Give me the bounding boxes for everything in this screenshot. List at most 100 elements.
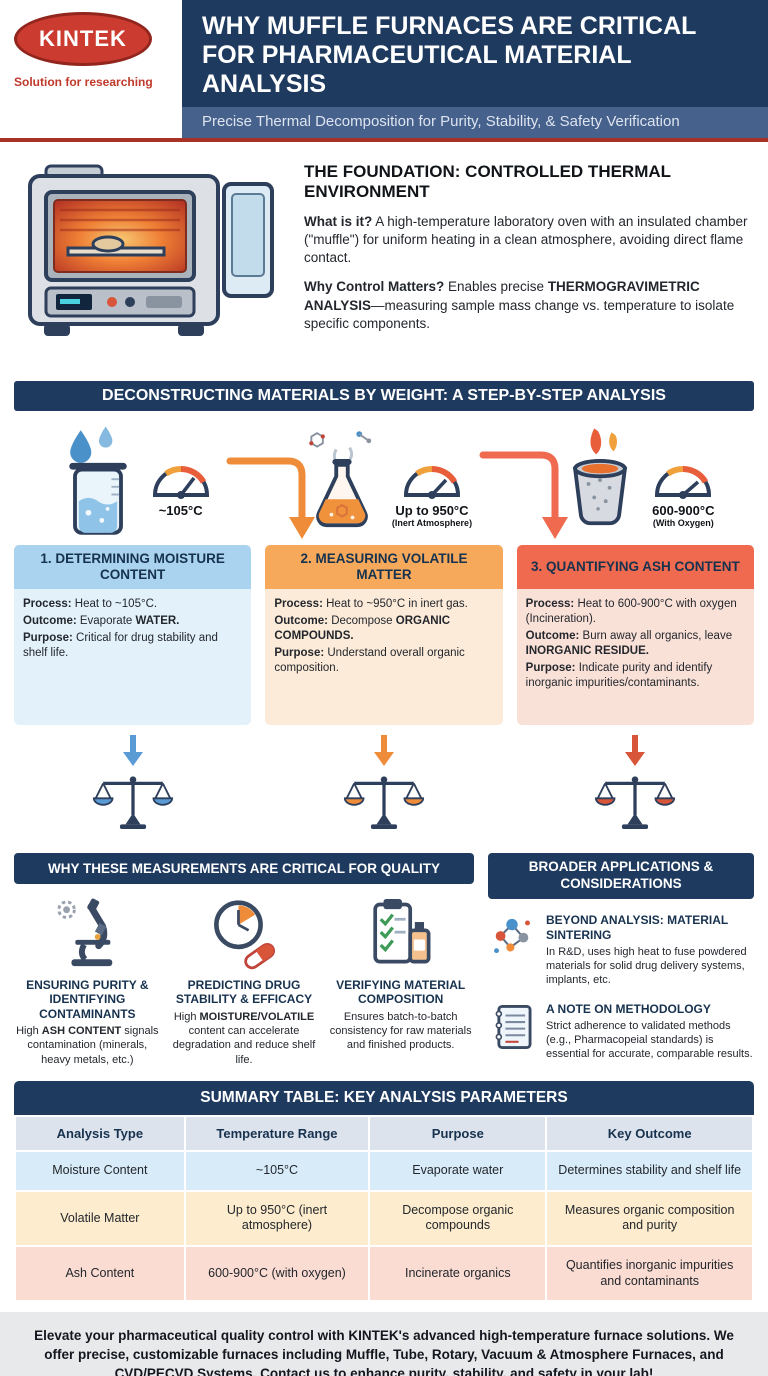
card-bold: ASH CONTENT bbox=[41, 1025, 122, 1038]
broader-item-sintering: BEYOND ANALYSIS: MATERIAL SINTERING In R… bbox=[488, 913, 754, 988]
temperature-gauge-icon bbox=[152, 465, 209, 499]
table-header-row: Analysis Type Temperature Range Purpose … bbox=[14, 1115, 754, 1153]
header: KINTEK Solution for researching WHY MUFF… bbox=[0, 0, 768, 138]
table-cell: Ash Content bbox=[14, 1244, 186, 1303]
step-volatile: Up to 950°C (Inert Atmosphere) 2. MEASUR… bbox=[265, 425, 503, 833]
why-control-paragraph: Why Control Matters? Enables precise THE… bbox=[304, 278, 748, 333]
process-text: Heat to 600-900°C with oxygen (Incinerat… bbox=[525, 598, 737, 625]
why-control-bold: THERMOGRAVIMETRIC ANALYSIS bbox=[304, 279, 700, 313]
purpose-label: Purpose: bbox=[525, 661, 576, 674]
logo-block: KINTEK Solution for researching bbox=[0, 0, 182, 138]
broader-applications: BROADER APPLICATIONS & CONSIDERATIONS bbox=[488, 853, 754, 1062]
footer-cta-text: Elevate your pharmaceutical quality cont… bbox=[34, 1328, 734, 1376]
broader-item-text: In R&D, uses high heat to fuse powdered … bbox=[546, 945, 747, 987]
process-line: Process: Heat to 600-900°C with oxygen (… bbox=[526, 597, 745, 627]
logo-text: KINTEK bbox=[39, 26, 127, 51]
what-is-it-label: What is it? bbox=[304, 213, 373, 229]
page-title: WHY MUFFLE FURNACES ARE CRITICAL FOR PHA… bbox=[182, 0, 768, 107]
card-pre: High bbox=[173, 1010, 200, 1023]
foundation-section: THE FOUNDATION: CONTROLLED THERMAL ENVIR… bbox=[0, 142, 768, 375]
outcome-line: Outcome: Evaporate WATER. bbox=[23, 614, 242, 629]
summary-table-section: SUMMARY TABLE: KEY ANALYSIS PARAMETERS A… bbox=[0, 1073, 768, 1313]
card-pre: Ensures batch-to-batch consistency for r… bbox=[329, 1010, 472, 1052]
step-volatile-details: Process: Heat to ~950°C in inert gas. Ou… bbox=[265, 589, 503, 725]
quality-card-title: VERIFYING MATERIAL COMPOSITION bbox=[336, 978, 466, 1007]
process-label: Process: bbox=[274, 598, 323, 610]
quality-banner: WHY THESE MEASUREMENTS ARE CRITICAL FOR … bbox=[14, 853, 474, 884]
purpose-text: Critical for drug stability and shelf li… bbox=[23, 631, 218, 659]
summary-table: Analysis Type Temperature Range Purpose … bbox=[14, 1115, 754, 1303]
step-volatile-title: 2. MEASURING VOLATILE MATTER bbox=[265, 545, 503, 589]
temperature-gauge-icon bbox=[403, 465, 460, 499]
quality-card-text: High MOISTURE/VOLATILE content can accel… bbox=[171, 1010, 318, 1067]
outcome-bold: WATER. bbox=[135, 614, 180, 627]
broader-item-title: BEYOND ANALYSIS: MATERIAL SINTERING bbox=[546, 912, 729, 942]
table-cell: Up to 950°C (inert atmosphere) bbox=[183, 1189, 371, 1247]
outcome-line: Outcome: Decompose ORGANIC COMPOUNDS. bbox=[274, 614, 493, 644]
broader-banner: BROADER APPLICATIONS & CONSIDERATIONS bbox=[488, 853, 754, 899]
what-is-it-paragraph: What is it? A high-temperature laborator… bbox=[304, 213, 748, 268]
microscope-gear-icon bbox=[14, 894, 161, 974]
down-arrow-icon bbox=[373, 735, 394, 766]
step-moisture-details: Process: Heat to ~105°C. Outcome: Evapor… bbox=[14, 589, 252, 725]
outcome-pre: Burn away all organics, leave bbox=[579, 629, 733, 642]
broader-item-methodology: A NOTE ON METHODOLOGY Strict adherence t… bbox=[488, 1002, 754, 1062]
table-row-moisture: Moisture Content ~105°C Evaporate water … bbox=[14, 1150, 754, 1192]
table-cell: Quantifies inorganic impurities and cont… bbox=[545, 1244, 754, 1303]
outcome-label: Outcome: bbox=[525, 629, 580, 642]
muffle-furnace-illustration bbox=[28, 164, 274, 336]
broader-item-text: Strict adherence to validated methods (e… bbox=[546, 1019, 753, 1061]
table-cell: Measures organic composition and purity bbox=[545, 1189, 754, 1247]
why-control-post: —measuring sample mass change vs. temper… bbox=[304, 297, 735, 331]
table-cell: Volatile Matter bbox=[14, 1189, 186, 1247]
flask-molecules-icon bbox=[309, 431, 372, 528]
quality-card-text: High ASH CONTENT signals contamination (… bbox=[14, 1024, 161, 1067]
step-moisture: ~105°C 1. DETERMINING MOISTURE CONTENT P… bbox=[14, 425, 252, 833]
temperature-value: ~105°C bbox=[158, 503, 203, 518]
notebook-icon bbox=[488, 1002, 536, 1052]
table-cell: Decompose organic compounds bbox=[368, 1189, 548, 1247]
step-moisture-icons: ~105°C bbox=[52, 425, 214, 545]
logo-tagline: Solution for researching bbox=[14, 75, 153, 89]
step-moisture-title: 1. DETERMINING MOISTURE CONTENT bbox=[14, 545, 252, 589]
red-divider bbox=[0, 138, 768, 142]
outcome-pre: Evaporate bbox=[76, 614, 136, 627]
column-header: Key Outcome bbox=[545, 1115, 754, 1153]
header-right: WHY MUFFLE FURNACES ARE CRITICAL FOR PHA… bbox=[182, 0, 768, 138]
temperature-value: 600-900°C bbox=[652, 503, 715, 518]
process-text: Heat to ~950°C in inert gas. bbox=[322, 598, 468, 610]
foundation-text: THE FOUNDATION: CONTROLLED THERMAL ENVIR… bbox=[304, 160, 748, 363]
process-banner: DECONSTRUCTING MATERIALS BY WEIGHT: A ST… bbox=[14, 381, 754, 411]
elbow-arrow-step2-to-step3 bbox=[479, 451, 568, 539]
process-label: Process: bbox=[23, 598, 72, 610]
broader-item-title: A NOTE ON METHODOLOGY bbox=[546, 1001, 711, 1016]
step-ash-icons: 600-900°C (With Oxygen) bbox=[554, 425, 716, 545]
column-header: Temperature Range bbox=[183, 1115, 371, 1153]
purpose-line: Purpose: Understand overall organic comp… bbox=[274, 646, 493, 676]
table-cell: Incinerate organics bbox=[368, 1244, 548, 1303]
balance-scale-icon bbox=[595, 776, 676, 830]
table-row-ash: Ash Content 600-900°C (with oxygen) Inci… bbox=[14, 1244, 754, 1303]
purpose-label: Purpose: bbox=[23, 631, 73, 644]
furnace-illustration-wrap bbox=[20, 160, 286, 363]
crucible-flame-icon bbox=[573, 428, 628, 526]
outcome-line: Outcome: Burn away all organics, leave I… bbox=[526, 629, 745, 659]
purpose-text: Indicate purity and identify inorganic i… bbox=[525, 661, 713, 689]
quality-card-stability: PREDICTING DRUG STABILITY & EFFICACY Hig… bbox=[171, 894, 318, 1067]
step-ash-details: Process: Heat to 600-900°C with oxygen (… bbox=[516, 589, 754, 725]
gauge-block: Up to 950°C (Inert Atmosphere) bbox=[392, 451, 472, 528]
quality-section: WHY THESE MEASUREMENTS ARE CRITICAL FOR … bbox=[0, 841, 768, 1074]
process-text: Heat to ~105°C. bbox=[71, 598, 158, 610]
molecule-icon bbox=[488, 913, 536, 959]
outcome-bold: ORGANIC COMPOUNDS. bbox=[274, 614, 451, 642]
quality-card-purity: ENSURING PURITY & IDENTIFYING CONTAMINAN… bbox=[14, 894, 161, 1067]
outcome-label: Outcome: bbox=[23, 614, 77, 627]
purpose-label: Purpose: bbox=[274, 646, 325, 659]
table-cell: Evaporate water bbox=[368, 1150, 548, 1192]
page-subtitle: Precise Thermal Decomposition for Purity… bbox=[182, 107, 768, 138]
quality-card-text: Ensures batch-to-batch consistency for r… bbox=[327, 1010, 474, 1053]
outcome-bold: INORGANIC RESIDUE. bbox=[525, 644, 649, 657]
quality-card-composition: VERIFYING MATERIAL COMPOSITION Ensures b… bbox=[327, 894, 474, 1067]
broader-item-text-block: A NOTE ON METHODOLOGY Strict adherence t… bbox=[546, 1002, 754, 1062]
